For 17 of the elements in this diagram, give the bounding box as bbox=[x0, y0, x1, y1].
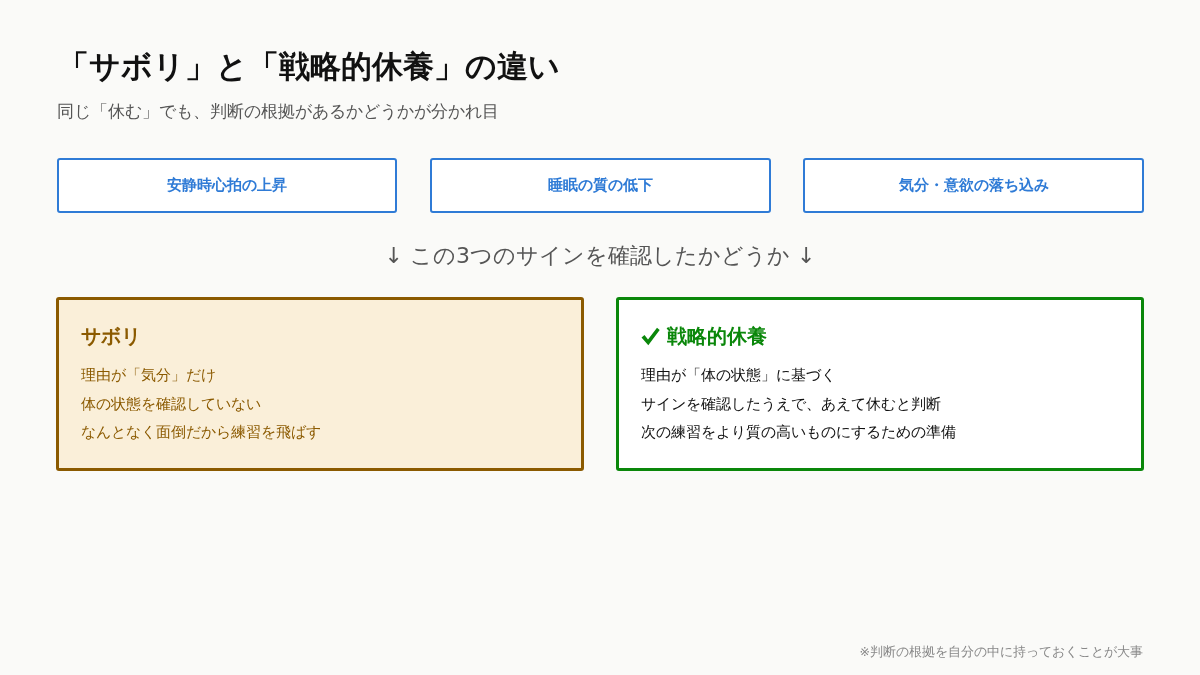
list-item: 次の練習をより質の高いものにするための準備 bbox=[641, 422, 956, 442]
sign-box: 安静時心拍の上昇 bbox=[57, 158, 397, 213]
card-heading: 戦略的休養 bbox=[667, 323, 767, 350]
list-item: サインを確認したうえで、あえて休むと判断 bbox=[641, 393, 941, 414]
list-item: 理由が「気分」だけ bbox=[81, 365, 216, 385]
comparison-card bbox=[616, 297, 1144, 471]
title: 「サボリ」と「戦略的休養」の違い bbox=[58, 47, 560, 86]
sign-box: 気分・意欲の落ち込み bbox=[803, 158, 1144, 213]
footnote: ※判断の根拠を自分の中に持っておくことが大事 bbox=[859, 644, 1143, 660]
subtitle: 同じ「休む」でも、判断の根拠があるかどうかが分かれ目 bbox=[57, 100, 499, 122]
card-heading: サボリ bbox=[81, 323, 141, 350]
list-item: なんとなく面倒だから練習を飛ばす bbox=[81, 422, 321, 442]
sign-box: 睡眠の質の低下 bbox=[430, 158, 771, 213]
comparison-card bbox=[56, 297, 584, 471]
list-item: 理由が「体の状態」に基づく bbox=[641, 365, 836, 385]
list-item: 体の状態を確認していない bbox=[81, 393, 261, 414]
note-text: ↓ この3つのサインを確認したかどうか ↓ bbox=[383, 242, 817, 270]
